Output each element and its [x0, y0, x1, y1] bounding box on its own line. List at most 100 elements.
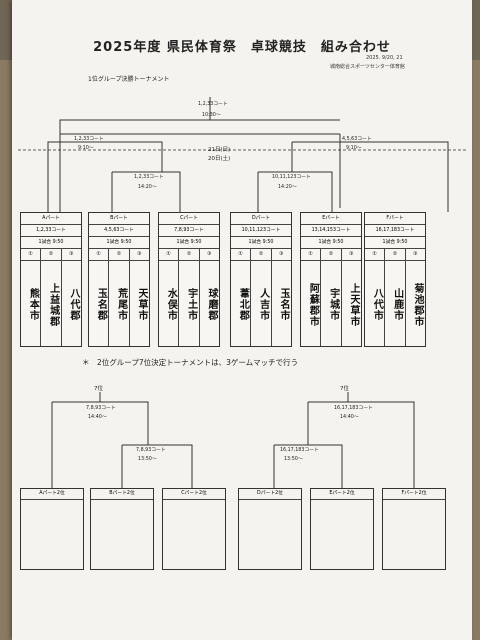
venue: 城南総合スポーツセンター体育館: [330, 64, 405, 70]
slot-number: ③: [349, 251, 354, 257]
part-name: Cパート: [159, 213, 219, 225]
day-20-label: 20日(土): [208, 156, 231, 162]
bracket-lines: [18, 97, 466, 488]
day-21-label: 21日(日): [208, 147, 231, 153]
part-court: 16,17,183コート: [365, 225, 425, 237]
right-semi2-time: 13:50～: [284, 457, 303, 462]
left-semi-court: 1,2,33コート: [74, 137, 104, 142]
team-name: 八代郡: [67, 288, 79, 321]
team-name: 球磨郡: [205, 288, 217, 321]
slot-number: ②: [41, 249, 62, 260]
second-place-box-c: Cパート2位: [162, 488, 226, 570]
team-name: 山鹿市: [385, 261, 406, 346]
part-match-time: 1試合 9:50: [231, 237, 291, 249]
slot-number: ②: [251, 249, 272, 260]
part-match-time: 1試合 9:50: [21, 237, 81, 249]
right-final-time: 14:40～: [340, 415, 359, 420]
slot-number: ①: [231, 249, 252, 260]
team-name: 玉名郡: [89, 261, 110, 346]
team-name: 宇城市: [321, 261, 342, 346]
part-name: Aパート: [21, 213, 81, 225]
team-name: 水俣市: [159, 261, 180, 346]
right-qf-court: 10,11,123コート: [272, 175, 311, 180]
left-final-court: 7,8,93コート: [86, 406, 116, 411]
slot-number: ①: [365, 249, 386, 260]
right-final-court: 16,17,183コート: [334, 406, 373, 411]
line: [59, 119, 210, 134]
second-place-box-e: Eパート2位: [310, 488, 374, 570]
slot-number: ③: [279, 251, 284, 257]
part-name: Bパート: [89, 213, 149, 225]
part-name: Eパート: [301, 213, 361, 225]
team-name: 人吉市: [251, 261, 272, 346]
right-qf-time: 14:20～: [278, 185, 297, 190]
left-qf-time: 14:20～: [138, 185, 157, 190]
slot-number: ②: [385, 249, 406, 260]
part-match-time: 1試合 9:50: [365, 237, 425, 249]
part-court: 10,11,123コート: [231, 225, 291, 237]
left-semi2-court: 7,8,93コート: [136, 448, 166, 453]
slot-number: ②: [179, 249, 200, 260]
second-place-box-a: Aパート2位: [20, 488, 84, 570]
box-label: Eパート2位: [311, 489, 373, 500]
left-place: 7位: [94, 386, 103, 392]
final-time: 10:30～: [202, 113, 221, 118]
team-name: 上益城郡: [41, 261, 62, 346]
right-semi-court: 4,5,63コート: [342, 137, 372, 142]
event-date: 2025. 9/20, 21: [366, 55, 403, 61]
document-page: 2025年度 県民体育祭 卓球競技 組み合わせ 2025. 9/20, 21 城…: [12, 0, 472, 640]
part-court: 13,14,153コート: [301, 225, 361, 237]
part-court: 1,2,33コート: [21, 225, 81, 237]
second-place-box-b: Bパート2位: [90, 488, 154, 570]
second-place-box-f: Fパート2位: [382, 488, 446, 570]
box-label: Dパート2位: [239, 489, 301, 500]
right-semi-time: 9:10～: [346, 146, 362, 151]
team-name: 宇土市: [179, 261, 200, 346]
part-court: 7,8,93コート: [159, 225, 219, 237]
section1-heading: 1位グループ決勝トーナメント: [88, 76, 170, 83]
part-court: 4,5,63コート: [89, 225, 149, 237]
team-name: 上天草市: [347, 282, 359, 327]
team-name: 玉名市: [277, 288, 289, 321]
slot-number: ③: [207, 251, 212, 257]
box-label: Aパート2位: [21, 489, 83, 500]
left-semi2-time: 13:50～: [138, 457, 157, 462]
left-qf-court: 1,2,33コート: [134, 175, 164, 180]
team-name: 葦北郡: [231, 261, 252, 346]
part-name: Fパート: [365, 213, 425, 225]
second-place-box-d: Dパート2位: [238, 488, 302, 570]
section2-heading: ＊ 2位グループ7位決定トーナメントは、3ゲームマッチで行う: [82, 357, 298, 368]
part-match-time: 1試合 9:50: [159, 237, 219, 249]
team-name: 天草市: [135, 288, 147, 321]
team-name: 熊本市: [21, 261, 42, 346]
left-final-time: 14:40～: [88, 415, 107, 420]
slot-number: ②: [109, 249, 130, 260]
team-name: 菊池郡市: [411, 282, 423, 327]
left-semi-time: 9:10～: [78, 146, 94, 151]
part-match-time: 1試合 9:50: [301, 237, 361, 249]
team-name: 阿蘇郡市: [301, 261, 322, 346]
team-name: 荒尾市: [109, 261, 130, 346]
page-title: 2025年度 県民体育祭 卓球競技 組み合わせ: [93, 40, 391, 55]
slot-number: ①: [21, 249, 42, 260]
box-label: Fパート2位: [383, 489, 445, 500]
section2-heading-text: 2位グループ7位決定トーナメントは、3ゲームマッチで行う: [97, 358, 299, 367]
final-court: 1,2,33コート: [198, 102, 228, 107]
slot-number: ③: [137, 251, 142, 257]
right-semi2-court: 16,17,183コート: [280, 448, 319, 453]
slot-number: ③: [413, 251, 418, 257]
slot-number: ②: [321, 249, 342, 260]
part-name: Dパート: [231, 213, 291, 225]
bullet: ＊: [82, 358, 90, 367]
team-name: 八代市: [365, 261, 386, 346]
right-place: 7位: [340, 386, 349, 392]
box-label: Bパート2位: [91, 489, 153, 500]
slot-number: ①: [159, 249, 180, 260]
part-match-time: 1試合 9:50: [89, 237, 149, 249]
